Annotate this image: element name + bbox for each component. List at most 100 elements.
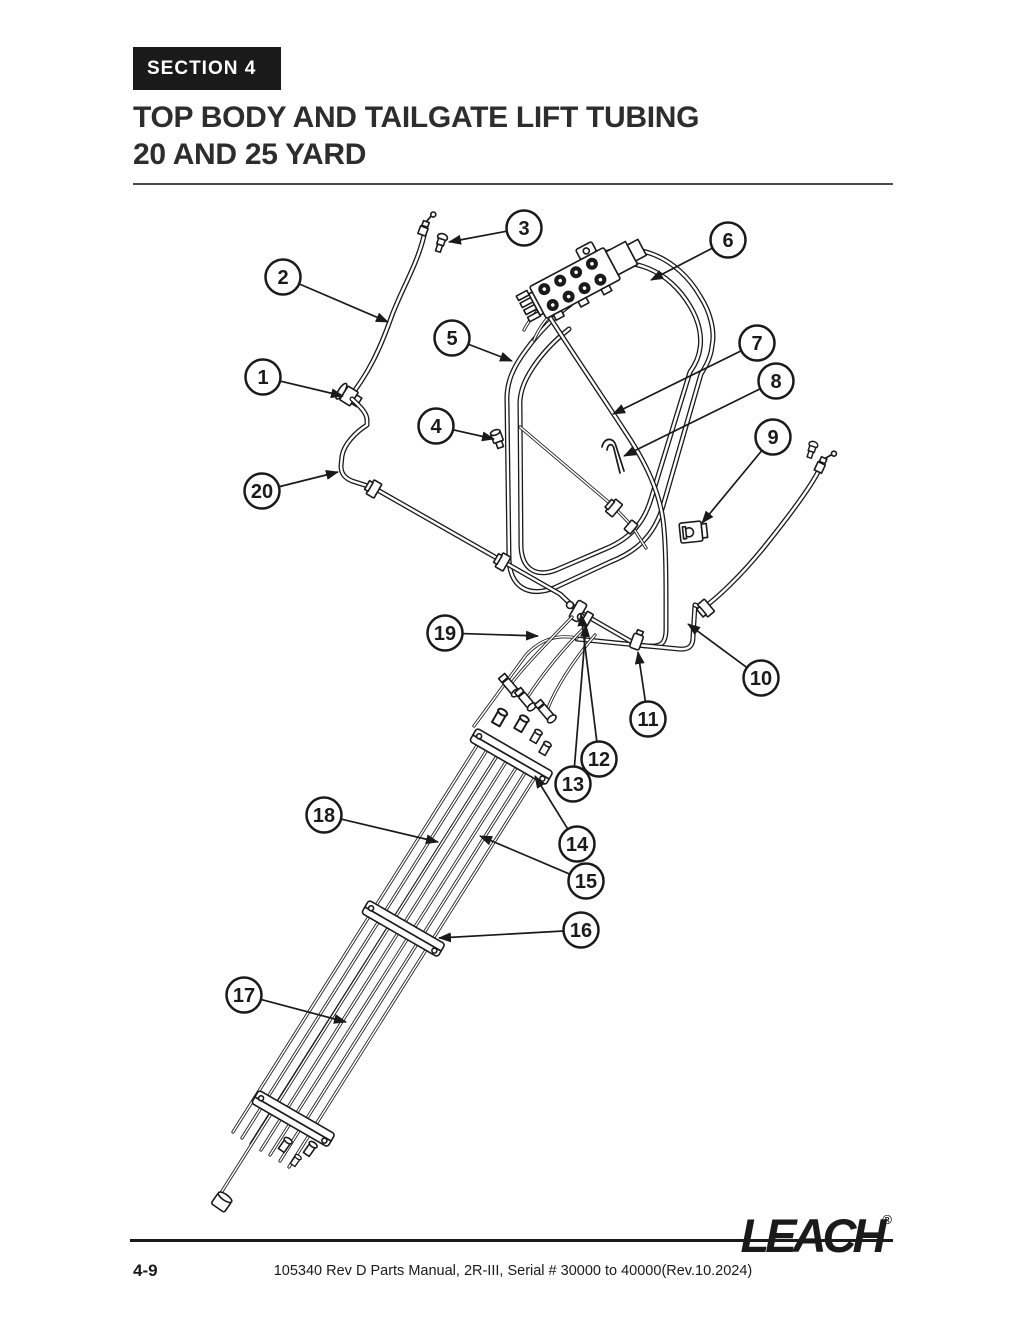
bundle-cap-b (513, 714, 530, 734)
feed-tube-nut (623, 519, 639, 535)
callout-14-leader (534, 775, 569, 830)
callout-5-leader (468, 343, 513, 362)
footer-text: 105340 Rev D Parts Manual, 2R-III, Seria… (273, 1263, 753, 1279)
tubing-artwork (210, 211, 838, 1213)
callout-12-leader (577, 613, 598, 742)
clamp-bar-bottom (251, 1090, 335, 1147)
svg-text:18: 18 (313, 805, 335, 827)
callout-17-leader (260, 998, 347, 1024)
tube-10-lower-fitting (695, 598, 715, 618)
tube-end-cap (210, 1191, 233, 1213)
brand-name: LEACH (740, 1209, 887, 1262)
svg-text:16: 16 (570, 920, 592, 942)
hairpin-clip-8 (601, 438, 625, 474)
inline-clamp-11 (629, 628, 645, 651)
callout-7: 7 (612, 324, 776, 415)
page-title-line1: TOP BODY AND TAILGATE LIFT TUBING (133, 101, 700, 134)
callout-1-leader (279, 380, 344, 399)
clamp-bolt-b (289, 1153, 302, 1168)
diagonal-tube-7 (546, 313, 669, 649)
svg-text:9: 9 (767, 427, 778, 449)
hose-b-fitting (513, 686, 537, 712)
bundle-bolt-a (529, 728, 543, 745)
section-badge: SECTION 4 (133, 47, 281, 90)
callout-14: 14 (534, 775, 596, 863)
svg-text:19: 19 (434, 623, 456, 645)
svg-text:2: 2 (277, 267, 288, 289)
callout-18: 18 (305, 796, 439, 845)
callout-10: 10 (687, 623, 780, 697)
screw-above-10 (806, 440, 819, 459)
callout-8-leader (623, 387, 761, 457)
tube-2-end-fitting (417, 211, 437, 237)
callout-6-leader (650, 247, 713, 281)
brand-logo: LEACH® (540, 1198, 892, 1259)
header-divider (133, 183, 893, 185)
clamp-bar-middle (361, 900, 445, 957)
svg-text:7: 7 (751, 333, 762, 355)
callout-18-leader (340, 818, 439, 845)
right-tube-10 (692, 465, 823, 611)
footer-divider (130, 1239, 893, 1242)
svg-text:17: 17 (233, 985, 255, 1007)
page-number: 4-9 (133, 1261, 158, 1280)
bundle-cap-a (490, 707, 509, 728)
callout-4-leader (452, 428, 495, 442)
callout-15-leader (479, 835, 571, 875)
callout-16-leader (438, 930, 564, 943)
callout-4: 4 (417, 407, 495, 445)
callout-5: 5 (433, 319, 513, 362)
svg-text:1: 1 (257, 367, 268, 389)
callout-1: 1 (244, 358, 344, 399)
svg-text:14: 14 (566, 834, 589, 856)
callout-2-leader (298, 283, 389, 323)
callout-11: 11 (629, 651, 667, 738)
callout-3-leader (448, 230, 507, 245)
callout-8: 8 (623, 362, 795, 457)
hose-c-fitting (533, 698, 557, 724)
run-fitting-a (363, 479, 383, 499)
clamp-bar-top (469, 728, 553, 785)
callout-11-leader (634, 651, 647, 702)
callout-7-leader (612, 349, 742, 415)
callout-16: 16 (438, 911, 600, 949)
callout-3: 3 (448, 209, 543, 247)
tube-10-end-fitting (813, 450, 838, 475)
callout-15: 15 (479, 835, 605, 900)
callout-20-leader (278, 470, 339, 488)
callout-6: 6 (650, 221, 747, 281)
svg-text:8: 8 (770, 371, 781, 393)
callout-13-leader (573, 624, 591, 767)
feed-tube-fitting (604, 498, 623, 518)
svg-text:13: 13 (562, 774, 584, 796)
svg-text:20: 20 (251, 481, 273, 503)
svg-text:11: 11 (637, 709, 658, 731)
callout-20: 20 (243, 470, 339, 510)
control-valve-assembly (515, 238, 648, 323)
callout-10-leader (687, 623, 748, 669)
clamp-bolt-c (302, 1140, 318, 1158)
screw-3 (434, 232, 449, 254)
svg-text:3: 3 (518, 218, 529, 240)
callout-19-leader (462, 630, 539, 641)
clamp-bolt-a (277, 1136, 293, 1154)
clamp-block-9 (678, 520, 709, 544)
page-title-line2: 20 AND 25 YARD (133, 138, 367, 171)
svg-text:4: 4 (430, 416, 442, 438)
svg-text:6: 6 (722, 230, 733, 252)
svg-text:10: 10 (750, 668, 772, 690)
callout-19: 19 (426, 614, 539, 652)
callout-2: 2 (264, 258, 389, 323)
callout-9-leader (701, 449, 763, 524)
svg-text:5: 5 (446, 328, 457, 350)
registered-mark: ® (882, 1212, 892, 1227)
page-title: TOP BODY AND TAILGATE LIFT TUBING 20 AND… (133, 99, 700, 173)
callout-9: 9 (701, 418, 792, 524)
bundle-bolt-b (538, 740, 552, 757)
tee-fitting-12-13 (565, 599, 594, 628)
section-label: SECTION 4 (147, 57, 257, 79)
svg-text:12: 12 (588, 749, 610, 771)
